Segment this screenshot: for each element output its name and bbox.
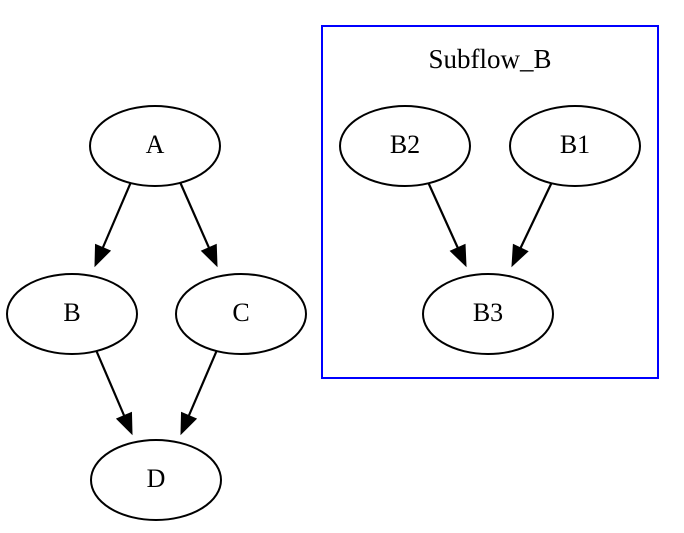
edge-B1-B3 — [511, 181, 553, 268]
edge-line — [518, 181, 553, 252]
edge-line — [186, 349, 219, 419]
node-shape[interactable] — [175, 273, 307, 355]
node-label: D — [147, 464, 166, 493]
node-shape[interactable] — [509, 105, 641, 187]
node-label: B — [63, 298, 80, 327]
node-B2[interactable]: B2 — [339, 105, 471, 187]
edge-line — [100, 181, 133, 251]
arrowhead-icon — [511, 243, 529, 268]
node-label: B2 — [390, 130, 420, 159]
edge-line — [178, 181, 212, 251]
arrowhead-icon — [449, 243, 467, 268]
node-shape[interactable] — [90, 439, 222, 521]
node-shape[interactable] — [89, 105, 221, 187]
edge-A-C — [178, 181, 218, 268]
node-shape[interactable] — [422, 273, 554, 355]
node-shape[interactable] — [6, 273, 138, 355]
arrowhead-icon — [94, 243, 112, 268]
edge-line — [94, 349, 127, 419]
node-A[interactable]: A — [89, 105, 221, 187]
node-C[interactable]: C — [175, 273, 307, 355]
edge-B2-B3 — [426, 181, 467, 268]
node-label: A — [146, 130, 165, 159]
arrowhead-icon — [115, 411, 133, 436]
edge-line — [426, 181, 460, 251]
node-shape[interactable] — [339, 105, 471, 187]
node-D[interactable]: D — [90, 439, 222, 521]
node-B3[interactable]: B3 — [422, 273, 554, 355]
edge-C-D — [180, 349, 219, 436]
node-label: B3 — [473, 298, 503, 327]
arrowhead-icon — [200, 243, 218, 268]
node-B1[interactable]: B1 — [509, 105, 641, 187]
arrowhead-icon — [180, 411, 198, 436]
edge-group — [94, 181, 553, 436]
edge-A-B — [94, 181, 133, 268]
edge-B-D — [94, 349, 133, 436]
node-label: C — [232, 298, 249, 327]
cluster-label: Subflow_B — [428, 44, 551, 74]
node-B[interactable]: B — [6, 273, 138, 355]
node-label: B1 — [560, 130, 590, 159]
